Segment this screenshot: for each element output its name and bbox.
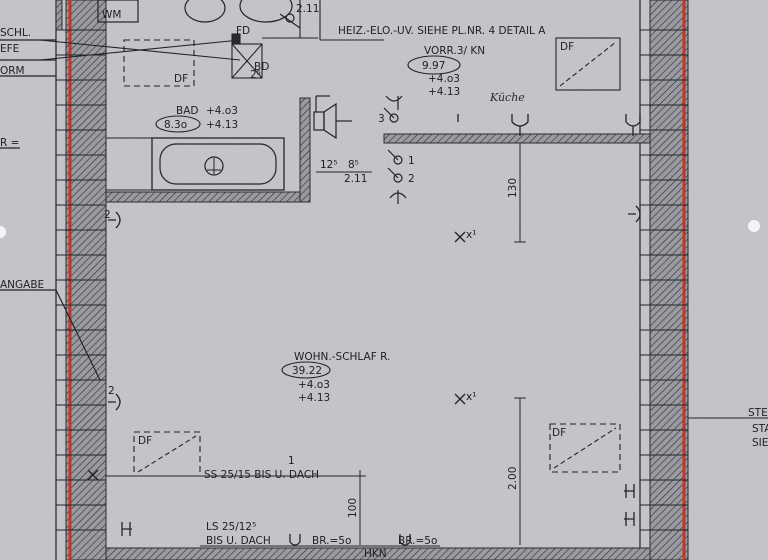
bath-area: 8.3o bbox=[164, 119, 187, 131]
dim-200: 2.00 bbox=[507, 467, 519, 490]
storage-level-top: +4.o3 bbox=[428, 73, 460, 85]
ls2-label: BIS U. DACH bbox=[206, 535, 271, 547]
switch-1-label: 1 bbox=[408, 155, 415, 167]
df-box-storage bbox=[555, 37, 621, 91]
outer-wall-bottom bbox=[105, 547, 651, 560]
kitchen-name: Küche bbox=[489, 91, 525, 104]
df-label-duct: DF bbox=[174, 73, 188, 85]
df-label-storage: DF bbox=[560, 41, 574, 53]
br1-label: BR.=5o bbox=[312, 535, 351, 547]
tag-1: 1 bbox=[288, 455, 295, 467]
margin-angabe: ANGABE bbox=[0, 279, 44, 291]
wall-top-left bbox=[55, 0, 63, 31]
heating-note: HEIZ.-ELO.-UV. SIEHE PL.NR. 4 DETAIL A bbox=[338, 25, 546, 37]
dim-211: 2.11 bbox=[344, 173, 367, 185]
df-box-right bbox=[549, 423, 621, 473]
margin-schl: SCHL. bbox=[0, 27, 31, 39]
kitchen-wall bbox=[383, 133, 651, 144]
outlet-symbols bbox=[87, 114, 641, 546]
dim-85: 8⁵ bbox=[348, 159, 359, 171]
dim-25: 2⁵ bbox=[250, 69, 261, 81]
switch-cluster bbox=[383, 95, 407, 204]
bath-wall-bottom bbox=[105, 191, 311, 203]
bath-name: BAD bbox=[176, 105, 198, 117]
punch-hole-left bbox=[0, 226, 6, 238]
duct-region bbox=[39, 0, 384, 87]
ls-label: LS 25/12⁵ bbox=[206, 521, 256, 533]
light-label-upper: x¹ bbox=[466, 229, 476, 241]
bath-level-top: +4.o3 bbox=[206, 105, 238, 117]
df-label-right: DF bbox=[552, 427, 566, 439]
living-level-bottom: +4.13 bbox=[298, 392, 330, 404]
storage-level-bottom: +4.13 bbox=[428, 86, 460, 98]
light-label-lower: x¹ bbox=[466, 391, 476, 403]
storage-area: 9.97 bbox=[422, 60, 445, 72]
margin-r-eq: R = bbox=[0, 137, 19, 149]
storage-area-circle bbox=[407, 55, 461, 75]
dim-211-top: 2.11 bbox=[296, 3, 319, 15]
light-marks bbox=[454, 231, 466, 405]
bath-wall-right bbox=[299, 97, 311, 203]
fd-label: FD bbox=[236, 25, 250, 37]
df-label-left: DF bbox=[138, 435, 152, 447]
dim-130: 130 bbox=[507, 178, 519, 198]
switch-3-label: 3 bbox=[378, 113, 385, 125]
living-name: WOHN.-SCHLAF R. bbox=[294, 351, 390, 363]
dimension-lines bbox=[106, 143, 526, 547]
margin-sta: STA bbox=[752, 423, 768, 435]
margin-ste: STE bbox=[748, 407, 768, 419]
bath-shelf bbox=[105, 137, 153, 191]
living-level-top: +4.o3 bbox=[298, 379, 330, 391]
margin-efe: EFE bbox=[0, 43, 19, 55]
switch-2-label: 2 bbox=[408, 173, 415, 185]
margin-orm: ORM bbox=[0, 65, 25, 77]
living-area-circle bbox=[281, 361, 331, 379]
wm-label: WM bbox=[102, 9, 121, 21]
hkn-label: HKN bbox=[364, 548, 387, 560]
living-area: 39.22 bbox=[292, 365, 322, 377]
dim-100: 100 bbox=[347, 498, 359, 518]
tag-2b: 2 bbox=[108, 385, 115, 397]
insulation-ticks-left bbox=[56, 29, 106, 531]
storage-name: VORR.3/ KN bbox=[424, 45, 485, 57]
br2-label: BR.=5o bbox=[398, 535, 437, 547]
punch-hole-right bbox=[748, 220, 760, 232]
fixtures-top bbox=[97, 0, 301, 29]
bath-area-circle bbox=[155, 115, 201, 133]
margin-sie: SIE bbox=[752, 437, 768, 449]
insulation-ticks-right bbox=[640, 29, 688, 531]
speaker-symbol bbox=[313, 95, 352, 140]
ss-label: SS 25/15 BIS U. DACH bbox=[204, 469, 319, 481]
bd-label: BD bbox=[254, 61, 269, 73]
dim-125: 12⁵ bbox=[320, 159, 338, 171]
bath-level-bottom: +4.13 bbox=[206, 119, 238, 131]
tag-2a: 2 bbox=[104, 209, 111, 221]
